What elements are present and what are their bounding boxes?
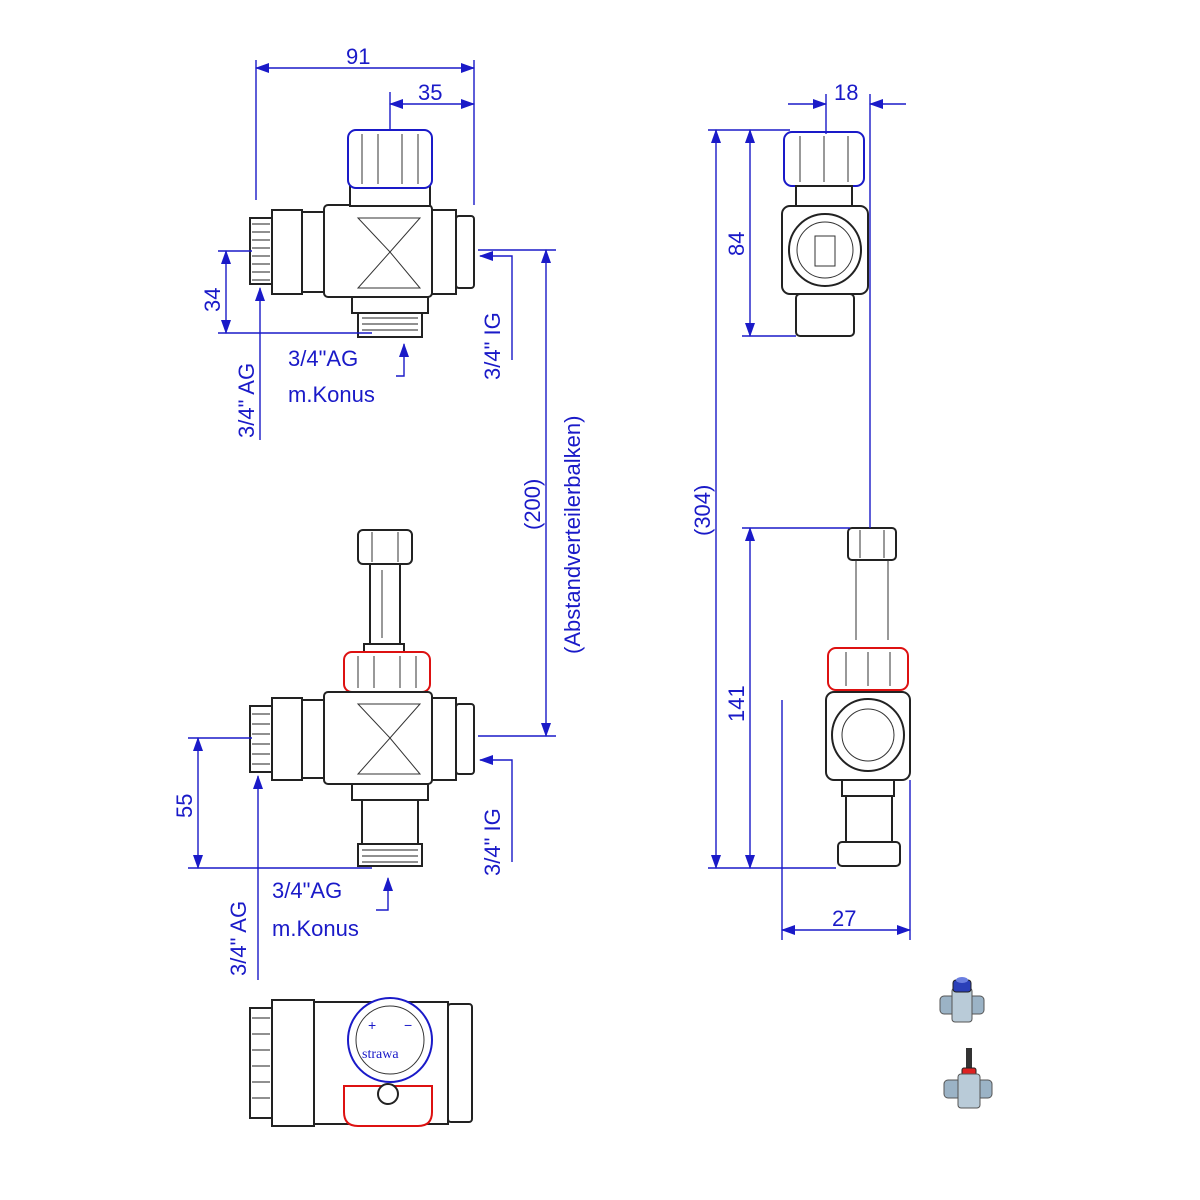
valve-side-view-lower: [825, 527, 911, 867]
thumbnail-valve-red: [943, 1048, 993, 1109]
dimension-34: 34: [200, 250, 372, 334]
dim-304-text: (304): [690, 485, 715, 536]
label-ag-side-top: 3/4" AG: [234, 287, 265, 440]
valve-middle-front-view: [249, 529, 475, 867]
label-ag-bottom-top: 3/4"AG m.Konus: [288, 343, 409, 407]
dimension-84: 84: [724, 129, 796, 337]
dimension-18: 18: [788, 80, 906, 528]
dimension-27: 27: [781, 700, 911, 940]
svg-text:3/4" IG: 3/4" IG: [480, 312, 505, 380]
dimension-141: 141: [724, 527, 850, 869]
valve-top-front-view: [249, 129, 475, 338]
svg-text:3/4" IG: 3/4" IG: [480, 808, 505, 876]
dim-35-text: 35: [418, 80, 442, 105]
label-ig-bottom: 3/4" IG: [479, 755, 513, 876]
svg-text:3/4"AG: 3/4"AG: [272, 878, 342, 903]
svg-text:m.Konus: m.Konus: [272, 916, 359, 941]
dim-55-text: 55: [172, 794, 197, 818]
dim-141-text: 141: [724, 685, 749, 722]
dimension-91: 91: [255, 44, 475, 205]
dimension-200: (200) (Abstandverteilerbalken): [478, 249, 585, 737]
dim-18-text: 18: [834, 80, 858, 105]
label-ag-side-bottom: 3/4" AG: [226, 775, 263, 980]
dim-91-text: 91: [346, 44, 370, 69]
svg-text:m.Konus: m.Konus: [288, 382, 375, 407]
dim-200-text: (200): [520, 479, 545, 530]
minus-symbol: −: [404, 1017, 412, 1033]
dim-200-label: (Abstandverteilerbalken): [560, 416, 585, 654]
label-ig-top: 3/4" IG: [479, 251, 513, 380]
svg-text:3/4" AG: 3/4" AG: [226, 901, 251, 976]
plus-symbol: +: [368, 1017, 376, 1033]
svg-text:3/4" AG: 3/4" AG: [234, 363, 259, 438]
dimension-35: 35: [389, 80, 475, 130]
valve-side-view-upper: [781, 131, 869, 337]
dim-84-text: 84: [724, 232, 749, 256]
svg-text:3/4"AG: 3/4"AG: [288, 346, 358, 371]
thumbnail-valve-blue: [939, 977, 985, 1023]
dimension-55: 55: [172, 737, 372, 869]
handwheel-blue: [347, 997, 433, 1083]
dim-27-text: 27: [832, 906, 856, 931]
dim-34-text: 34: [200, 288, 225, 312]
brand-label: strawa: [362, 1047, 399, 1062]
valve-top-view: strawa + −: [249, 997, 473, 1127]
left-thread-top: [252, 223, 270, 281]
label-ag-bottom-bottom: 3/4"AG m.Konus: [272, 877, 393, 941]
